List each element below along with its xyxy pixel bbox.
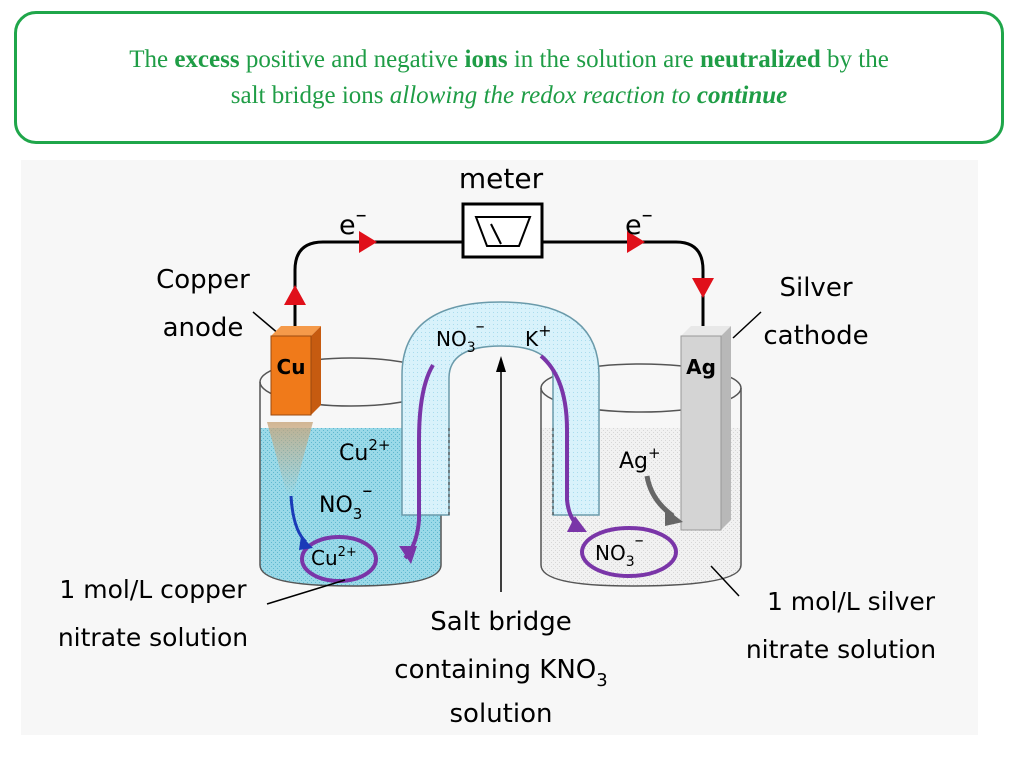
- wire-right: [542, 240, 705, 338]
- silver-electrode: [680, 326, 731, 531]
- electron-label-left: e–: [339, 203, 367, 241]
- caption-allowing: allowing the redox reaction to: [389, 81, 697, 109]
- right-solution-label-line2: nitrate solution: [746, 635, 936, 664]
- potassium-migration-arrowhead: [567, 516, 587, 532]
- caption-line-1: The excess positive and negative ions in…: [129, 42, 889, 78]
- nitrate-ion-circle: [580, 526, 678, 578]
- copper-ion-label: Cu2+: [339, 436, 390, 466]
- left-solution-label-line1: 1 mol/L copper: [59, 575, 247, 604]
- caption-box: The excess positive and negative ions in…: [14, 11, 1004, 144]
- caption-text: The: [129, 45, 175, 73]
- copper-dissolving-cone: [267, 422, 313, 495]
- left-beaker-outline: [259, 382, 442, 587]
- wire-left: [293, 240, 463, 350]
- galvanic-cell-diagram: meter e– e– Copper anode Silver cathode …: [21, 160, 978, 735]
- bridge-nitrate-ion: NO3–: [436, 316, 485, 356]
- cathode-label-line2: cathode: [763, 321, 868, 351]
- nitrate-migration-arrowhead: [399, 546, 417, 564]
- cathode-pointer: [732, 311, 762, 339]
- caption-text: by the: [820, 45, 889, 73]
- electron-label-right: e–: [625, 203, 653, 241]
- bridge-label-line1: Salt bridge: [430, 607, 572, 637]
- anode-label-line1: Copper: [156, 265, 250, 295]
- silver-ion-arrowhead: [665, 508, 683, 526]
- copper-ion-circle: [300, 535, 378, 583]
- caption-continue: continue: [696, 81, 788, 109]
- caption-text: salt bridge ions: [230, 81, 390, 109]
- bridge-potassium-ion: K+: [525, 321, 552, 351]
- electron-arrow-up: [284, 285, 306, 305]
- right-solution-label-line1: 1 mol/L silver: [767, 587, 936, 616]
- bridge-pointer-head: [496, 356, 506, 372]
- caption-excess: excess: [174, 45, 240, 73]
- electron-arrow-right: [627, 231, 645, 253]
- copper-electrode: [270, 326, 321, 416]
- left-solution-pointer: [266, 579, 346, 605]
- right-beaker-outline: [540, 388, 742, 587]
- electron-arrow-left: [359, 231, 377, 253]
- cathode-label-line1: Silver: [779, 273, 852, 303]
- salt-bridge: [401, 301, 600, 516]
- right-solution-pointer: [710, 565, 740, 597]
- left-solution-label-line2: nitrate solution: [58, 623, 248, 652]
- silver-ion-label: Ag+: [619, 444, 661, 474]
- bridge-label-line3: solution: [450, 699, 553, 729]
- meter-label: meter: [459, 162, 544, 195]
- nitrate-ion-circled: NO3–: [595, 530, 644, 570]
- meter-icon: [461, 202, 544, 259]
- caption-line-2: salt bridge ions allowing the redox reac…: [231, 78, 787, 114]
- caption-neutralized: neutralized: [699, 45, 821, 73]
- copper-ion-arrowhead: [299, 536, 313, 550]
- caption-text: positive and negative: [239, 45, 465, 73]
- right-beaker-rim: [540, 363, 742, 413]
- caption-ions: ions: [464, 45, 508, 73]
- caption-text: in the solution are: [507, 45, 700, 73]
- bridge-label-line2: containing KNO3: [394, 655, 607, 691]
- silver-electrode-label: Ag: [686, 355, 716, 379]
- electron-arrow-down: [692, 278, 714, 298]
- copper-ion-circled: Cu2+: [311, 545, 357, 570]
- copper-electrode-label: Cu: [277, 355, 306, 379]
- nitrate-ion-left: NO3–: [319, 478, 372, 523]
- anode-label-line2: anode: [163, 313, 244, 343]
